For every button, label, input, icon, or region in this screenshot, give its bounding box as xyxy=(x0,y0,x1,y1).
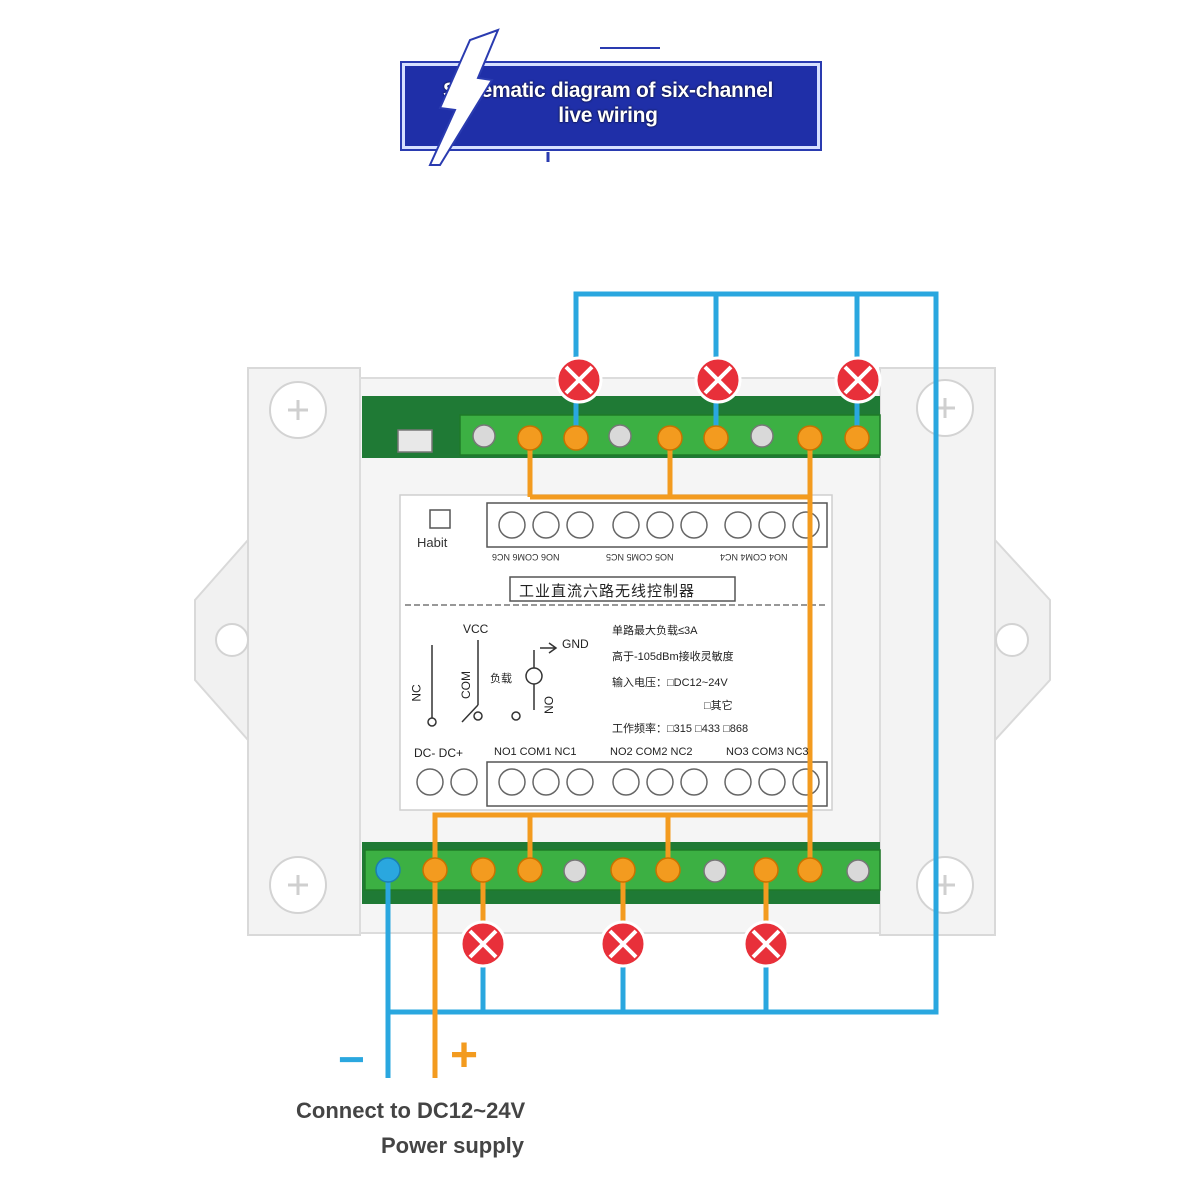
lamp-icon xyxy=(555,356,603,404)
lamp-icon xyxy=(742,920,790,968)
banner-title-line1: Schematic diagram of six-channel xyxy=(442,79,773,102)
top-label-group-6: NO6 COM6 NC6 xyxy=(492,552,560,562)
bottom-label-group-3: NO3 COM3 NC3 xyxy=(726,746,809,758)
neutral-terminal-dot xyxy=(375,857,401,883)
lamps xyxy=(459,356,882,968)
spec-line-1: 单路最大负载≤3A xyxy=(612,625,698,637)
no-label: NO xyxy=(542,696,556,714)
negative-symbol: − xyxy=(338,1033,365,1085)
bolt-icon xyxy=(428,28,500,166)
spec-line-2: 高于-105dBm接收灵敏度 xyxy=(612,651,734,663)
power-supply-line1: Connect to DC12~24V xyxy=(296,1098,526,1123)
load-label: 负载 xyxy=(490,673,512,685)
spec-line-3: 输入电压：□DC12~24V xyxy=(612,677,728,689)
top-label-group-5: NO5 COM5 NC5 xyxy=(606,552,674,562)
nc-label: NC xyxy=(409,684,424,702)
top-label-group-4: NO4 COM4 NC4 xyxy=(720,552,788,562)
banner-title-line2: live wiring xyxy=(558,104,658,127)
com-label: COM xyxy=(459,671,473,699)
spec-line-4: □其它 xyxy=(704,700,733,712)
product-name: 工业直流六路无线控制器 xyxy=(519,583,696,600)
brand-logo-icon xyxy=(429,509,451,529)
positive-symbol: + xyxy=(450,1029,479,1082)
brand-label: Habit xyxy=(417,535,448,550)
lamp-icon xyxy=(694,356,742,404)
relay-schematic xyxy=(427,640,558,727)
lamp-icon xyxy=(599,920,647,968)
live-terminal-dots xyxy=(422,425,870,883)
spec-line-5: 工作频率：□315 □433 □868 xyxy=(612,723,749,735)
lamp-icon xyxy=(459,920,507,968)
power-supply-line2: Power supply xyxy=(381,1133,525,1158)
lamp-icon xyxy=(834,356,882,404)
vcc-label: VCC xyxy=(463,622,489,636)
bottom-label-group-2: NO2 COM2 NC2 xyxy=(610,746,693,758)
power-terminal-label: DC- DC+ xyxy=(414,746,464,760)
gnd-label: GND xyxy=(562,637,589,651)
bottom-label-group-1: NO1 COM1 NC1 xyxy=(494,746,577,758)
